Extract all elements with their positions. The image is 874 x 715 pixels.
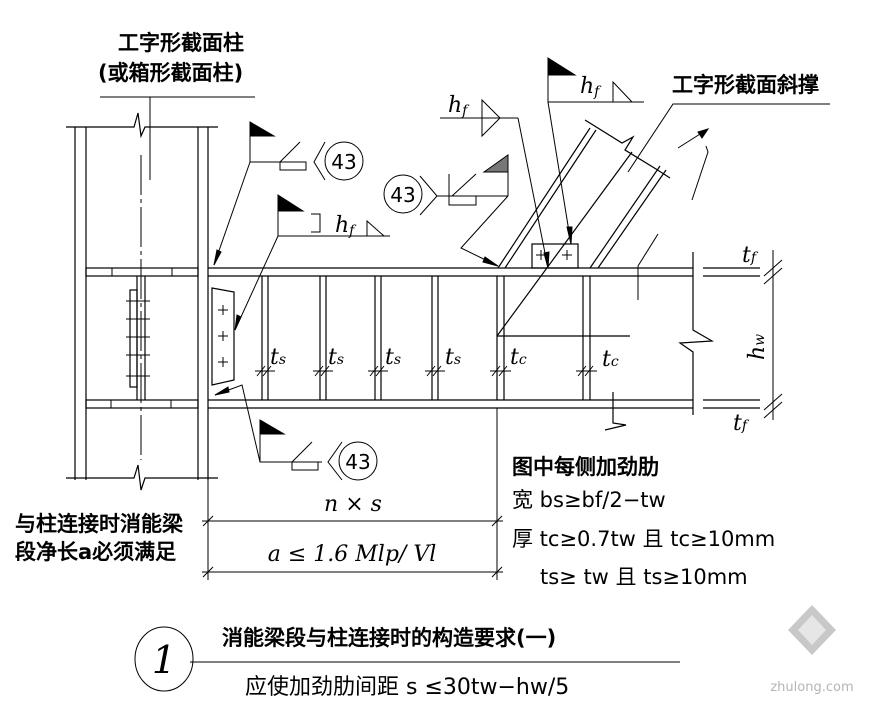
thickness-ticks [255, 365, 597, 377]
tc-label-2: tc [602, 347, 619, 372]
weld-symbol-hf-brace-top [547, 57, 644, 245]
weld-symbol-hf-brace-left [440, 98, 550, 269]
hw-label: hw [745, 334, 770, 360]
brace-title-leader [627, 103, 830, 173]
ts-label-3: ts [385, 345, 401, 370]
ts-label-2: ts [328, 345, 344, 370]
caption-title: 消能梁段与柱连接时的构造要求(一) [222, 626, 556, 650]
left-note-line2: 段净长a必须满足 [15, 540, 176, 564]
ref-number-3: 43 [345, 450, 370, 474]
brace-title: 工字形截面斜撑 [672, 73, 819, 97]
detail-number-circle [134, 626, 194, 692]
link-beam [208, 252, 760, 415]
notes-width-rule: 宽 bs≥bf/2−tw [512, 488, 666, 512]
beam-depth-dimension [763, 250, 783, 420]
detail-number: 1 [152, 638, 176, 682]
break-line-top [66, 112, 218, 139]
ref-circle-2 [383, 174, 423, 214]
weld-symbol-bottom-left [214, 384, 343, 481]
diagonal-brace [496, 119, 710, 431]
end-plate-bolts [218, 305, 228, 367]
tc-label-1: tc [510, 345, 527, 370]
zhulong-logo [788, 605, 836, 655]
notes-heading: 图中每侧加劲肋 [512, 455, 659, 479]
notes-thickness-rule-1: 厚 tc≥0.7tw 且 tc≥10mm [512, 527, 775, 551]
ref-number-2: 43 [390, 183, 415, 207]
caption-subtitle: 应使加劲肋间距 s ≤30tw−hw/5 [245, 675, 569, 700]
notes-thickness-rule-2: ts≥ tw 且 ts≥10mm [540, 565, 748, 589]
link-length-dimension [202, 408, 503, 580]
n-times-s-label: n × s [324, 492, 382, 517]
bolt-lines [126, 300, 150, 377]
column-title-line1: 工字形截面柱 [118, 31, 244, 55]
continuity-plate-top [85, 267, 199, 277]
watermark-text: zhulong.com [770, 680, 853, 695]
ts-label-1: ts [270, 345, 286, 370]
stiffeners [261, 276, 591, 400]
hf-label-1: hf [335, 213, 357, 239]
hf-label-3: hf [580, 74, 602, 100]
column [66, 112, 218, 491]
gusset-plate [531, 243, 579, 269]
tf-label-top: tf [742, 243, 759, 268]
column-title-line2: (或箱形截面柱) [98, 61, 243, 85]
weld-symbol-43-right [419, 154, 509, 267]
left-note-line1: 与柱连接时消能梁 [15, 512, 184, 536]
ref-number-1: 43 [331, 150, 356, 174]
link-length-label: a ≤ 1.6 Mlp/ Vl [268, 542, 437, 567]
beam-break-line [678, 252, 715, 415]
ref-circle-3 [338, 441, 378, 481]
section-mark-bottom [604, 392, 627, 431]
break-line-bottom [66, 464, 218, 491]
ref-circle-1 [324, 141, 364, 181]
shear-tab [129, 289, 138, 388]
hf-label-2: hf [448, 93, 470, 119]
weld-symbol-top-left [213, 121, 326, 266]
ts-label-4: ts [445, 345, 461, 370]
end-plate [211, 287, 235, 386]
weld-symbol-hf-left [234, 194, 390, 331]
continuity-plate-bottom [85, 399, 199, 409]
tf-label-bottom: tf [733, 411, 750, 436]
